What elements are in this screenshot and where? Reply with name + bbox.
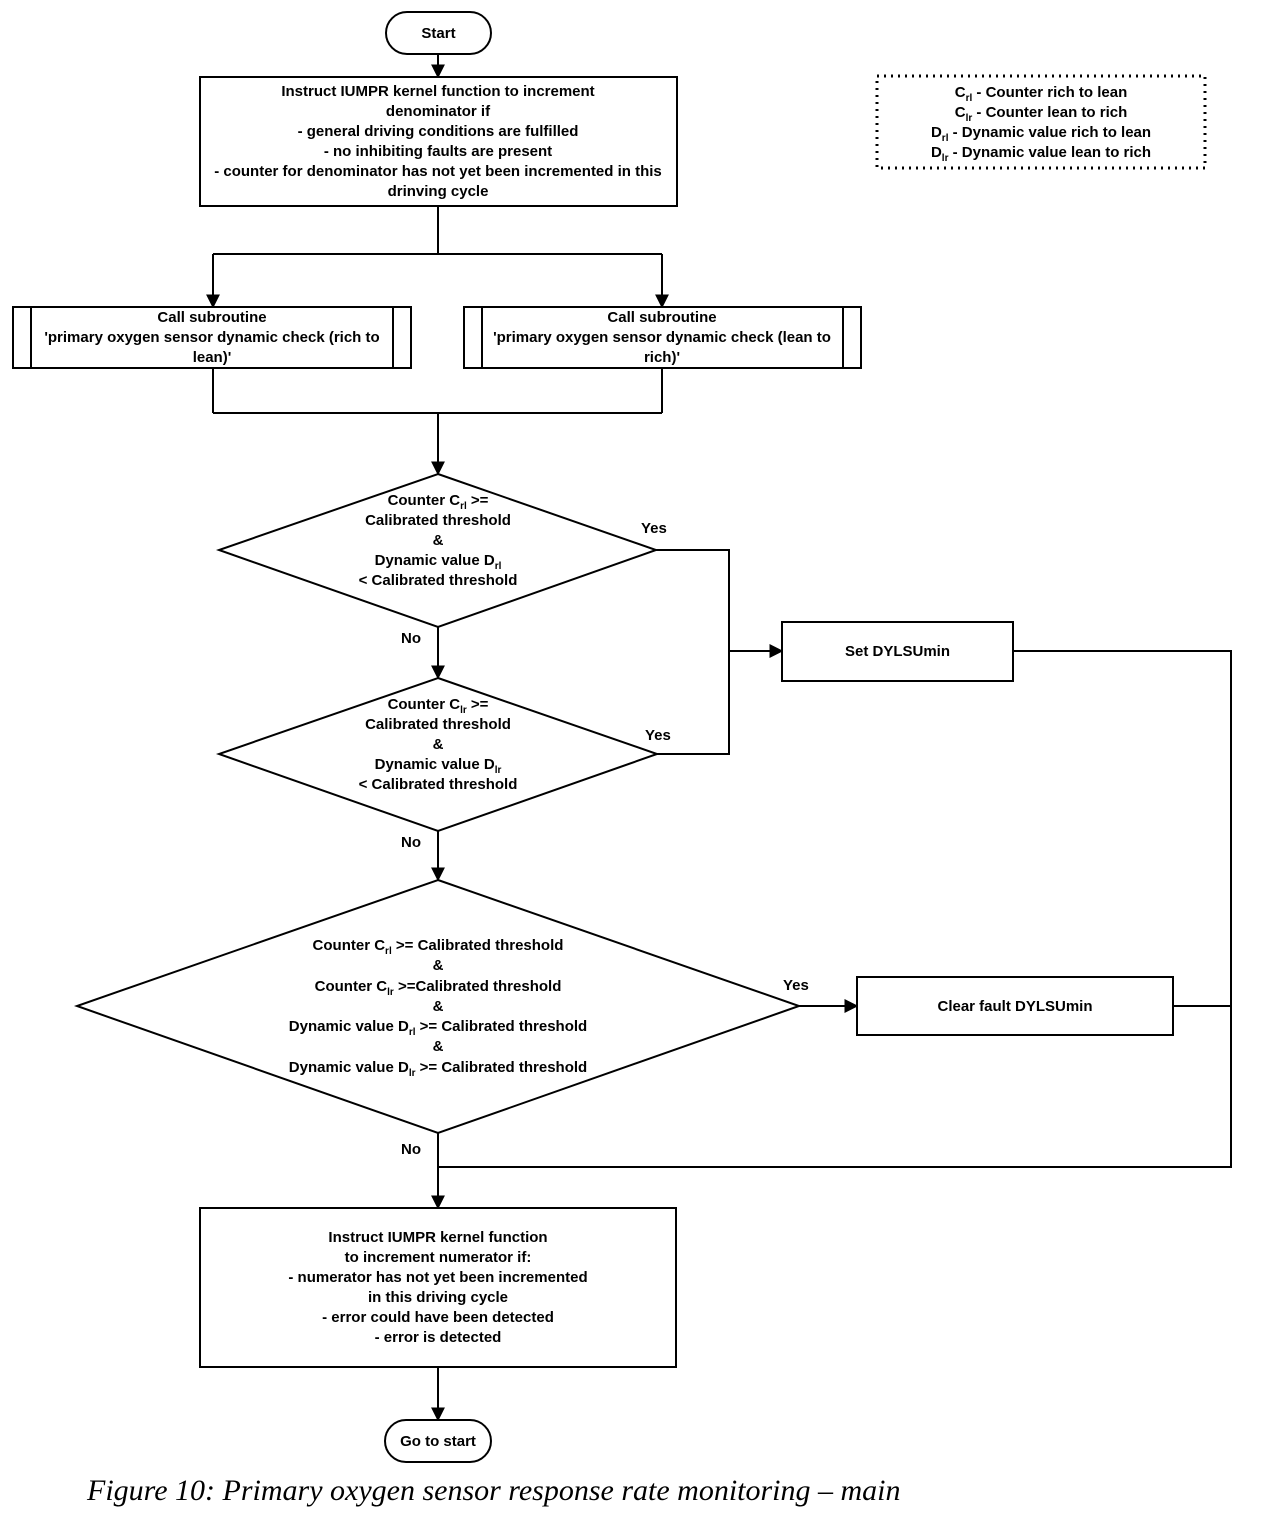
svg-text:Counter Clr >=Calibrated thres: Counter Clr >=Calibrated threshold (315, 978, 562, 998)
svg-text:Dynamic value Dlr: Dynamic value Dlr (375, 756, 502, 776)
yes-label-3: Yes (783, 977, 809, 994)
svg-text:&: & (433, 998, 444, 1015)
legend-entry-1: Clr - Counter lean to rich (955, 104, 1128, 124)
svg-text:Instruct IUMPR kernel function: Instruct IUMPR kernel function to increm… (281, 83, 594, 100)
clear-fault-box: Clear fault DYLSUmin (856, 976, 1174, 1036)
svg-text:&: & (433, 736, 444, 753)
subroutine-rich-to-lean: Call subroutine 'primary oxygen sensor d… (12, 306, 412, 369)
svg-text:Dynamic value Drl >= Calibrate: Dynamic value Drl >= Calibrated threshol… (289, 1018, 587, 1038)
yes-label-1: Yes (641, 520, 667, 537)
end-terminal: Go to start (384, 1419, 492, 1463)
svg-text:in this driving cycle: in this driving cycle (368, 1289, 508, 1306)
svg-text:Call subroutine: Call subroutine (157, 309, 266, 326)
svg-text:Dynamic value Drl: Dynamic value Drl (375, 552, 502, 572)
svg-text:&: & (433, 532, 444, 549)
subroutine-lean-to-rich: Call subroutine 'primary oxygen sensor d… (463, 306, 862, 369)
legend-entry-0: Crl - Counter rich to lean (955, 84, 1128, 104)
figure-caption: Figure 10: Primary oxygen sensor respons… (86, 1474, 901, 1507)
svg-text:Counter Crl >= Calibrated thre: Counter Crl >= Calibrated threshold (313, 937, 564, 957)
legend-entry-3: Dlr - Dynamic value lean to rich (931, 144, 1151, 164)
connectors (206, 54, 1232, 1422)
denominator-process-box: Instruct IUMPR kernel function to increm… (199, 76, 678, 207)
no-label-3: No (401, 1141, 421, 1158)
svg-text:lean)': lean)' (193, 349, 232, 366)
svg-text:'primary oxygen sensor dynamic: 'primary oxygen sensor dynamic check (ri… (44, 329, 379, 346)
decision-clear-fault: Counter Crl >= Calibrated threshold & Co… (73, 878, 803, 1135)
end-label: Go to start (400, 1433, 476, 1450)
no-label-1: No (401, 630, 421, 647)
svg-text:Call subroutine: Call subroutine (607, 309, 716, 326)
svg-text:Counter Clr >=: Counter Clr >= (388, 696, 489, 716)
svg-text:- no inhibiting faults are pre: - no inhibiting faults are present (324, 143, 552, 160)
set-fault-box: Set DYLSUmin (781, 621, 1014, 682)
svg-text:Calibrated threshold: Calibrated threshold (365, 512, 511, 529)
svg-text:&: & (433, 1038, 444, 1055)
svg-text:< Calibrated threshold: < Calibrated threshold (359, 572, 518, 589)
svg-text:&: & (433, 957, 444, 974)
yes-label-2: Yes (645, 727, 671, 744)
svg-text:- general driving conditions a: - general driving conditions are fulfill… (298, 123, 579, 140)
no-label-2: No (401, 834, 421, 851)
svg-text:rich)': rich)' (644, 349, 680, 366)
svg-text:Dynamic value Dlr >= Calibrate: Dynamic value Dlr >= Calibrated threshol… (289, 1059, 587, 1079)
svg-text:to increment numerator if:: to increment numerator if: (345, 1249, 532, 1266)
svg-text:Calibrated threshold: Calibrated threshold (365, 716, 511, 733)
svg-text:- error could have been detect: - error could have been detected (322, 1309, 554, 1326)
svg-text:Instruct IUMPR kernel function: Instruct IUMPR kernel function (328, 1229, 547, 1246)
start-label: Start (421, 25, 455, 42)
decision-rich-to-lean: Counter Crl >= Calibrated threshold & Dy… (215, 472, 660, 629)
numerator-process-box: Instruct IUMPR kernel function to increm… (199, 1207, 677, 1368)
legend-entry-2: Drl - Dynamic value rich to lean (931, 124, 1151, 144)
svg-text:Counter Crl >=: Counter Crl >= (388, 492, 489, 512)
svg-text:denominator if: denominator if (386, 103, 491, 120)
svg-text:drinving cycle: drinving cycle (388, 183, 489, 200)
start-terminal: Start (385, 11, 492, 55)
legend: Crl - Counter rich to lean Clr - Counter… (875, 74, 1207, 170)
svg-text:Clear fault DYLSUmin: Clear fault DYLSUmin (937, 998, 1092, 1015)
svg-text:'primary oxygen sensor dynamic: 'primary oxygen sensor dynamic check (le… (493, 329, 831, 346)
decision-lean-to-rich: Counter Clr >= Calibrated threshold & Dy… (215, 676, 661, 833)
svg-text:- numerator has not yet been i: - numerator has not yet been incremented (288, 1269, 587, 1286)
svg-text:Set DYLSUmin: Set DYLSUmin (845, 643, 950, 660)
svg-text:- counter for denominator has: - counter for denominator has not yet be… (214, 163, 662, 180)
svg-text:- error is detected: - error is detected (375, 1329, 502, 1346)
svg-text:< Calibrated threshold: < Calibrated threshold (359, 776, 518, 793)
